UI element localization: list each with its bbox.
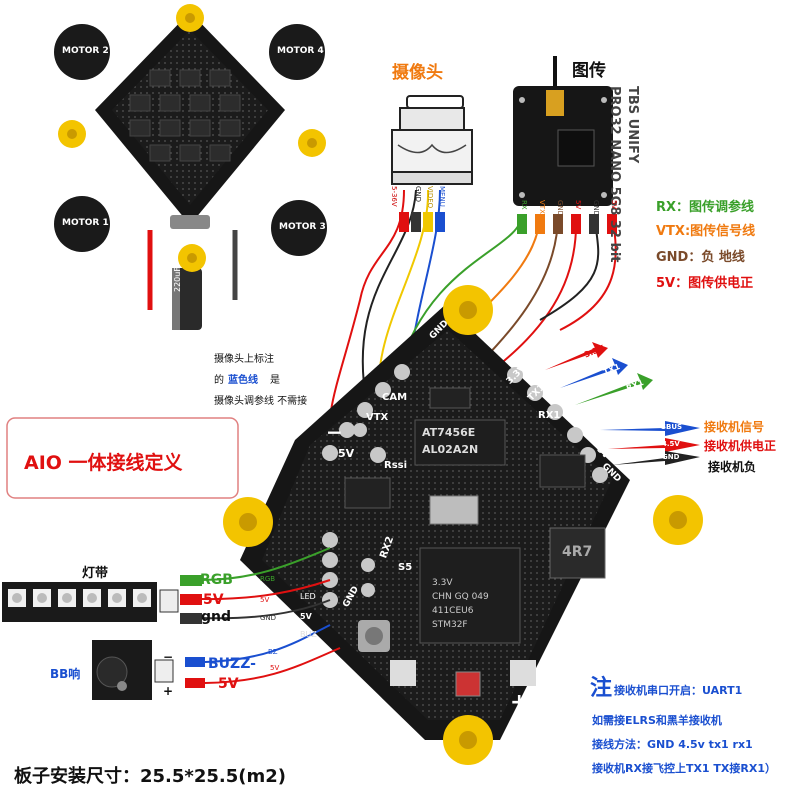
wire-4-5v: 4.5V: [662, 440, 680, 448]
pad-rx1: RX1: [538, 410, 561, 421]
camera-note-line2-prefix: 的: [214, 375, 224, 386]
motor-4-label: MOTOR 4: [277, 46, 324, 56]
chip2-line3: CHN GQ 049: [432, 592, 489, 602]
note-line1: 接收机串口开启：UART1: [614, 684, 743, 697]
aio-title-box: [6, 417, 239, 499]
note-zhu: 注: [590, 676, 613, 701]
camera-pin-2: GND: [414, 186, 422, 203]
ledstrip-rgb: RGB: [200, 572, 233, 588]
camera-note-line1: 摄像头上标注: [214, 354, 274, 365]
top-board-view: [54, 4, 327, 330]
note-line2: 如需接ELRS和黑羊接收机: [592, 714, 722, 727]
vtx-model-line1: TBS UNIFY: [625, 86, 640, 164]
motor-3-label: MOTOR 3: [279, 222, 326, 232]
wire-sbus: SBUS: [661, 423, 683, 431]
capacitor-text: 220uF: [173, 267, 182, 292]
buzzer-plus: +: [163, 684, 174, 698]
buzzer-small-5v: 5V: [270, 664, 280, 672]
mount-size: 板子安装尺寸：25.5*25.5(m2): [14, 766, 286, 787]
ledstrip-small-5v: 5V: [260, 596, 270, 604]
vtx-pin-3: GND: [556, 200, 564, 217]
led-strip: [2, 547, 331, 624]
vtx-pin-stubs: [399, 212, 617, 234]
vtx-model-line2: PRO32 NANO 5G8 32 bit: [607, 86, 622, 263]
note-line3: 接线方法：GND 4.5v tx1 rx1: [592, 738, 753, 751]
legend-gnd: GND：负 地线: [656, 250, 745, 265]
chip1-line2: AL02A2N: [422, 443, 479, 456]
legend-rx: RX：图传调参线: [656, 200, 755, 215]
buzzer-label: BB响: [50, 667, 81, 681]
aio-title: AIO 一体接线定义: [24, 452, 183, 474]
camera-note-line2-suffix: 是: [270, 375, 280, 386]
motor-1-disc: [54, 196, 110, 252]
vtx-pin-1: RX: [520, 200, 528, 210]
buzzer-buzz: BUZZ-: [208, 656, 256, 672]
pad-5v-bottom: 5V: [300, 612, 312, 621]
vtx-graphic: [513, 56, 613, 206]
usb-c-port: [170, 215, 210, 229]
camera-note-line3: 摄像头调参线 不需接: [214, 396, 308, 407]
vtx-pin-6: 5V: [610, 200, 618, 210]
motor-1-label: MOTOR 1: [62, 218, 109, 228]
camera-note-blue: 蓝色线: [228, 375, 258, 386]
ledstrip-small-rgb: RGB: [260, 575, 276, 583]
receiver-arrows: [545, 342, 700, 465]
inductor: [549, 527, 606, 579]
buzzer-minus: −: [163, 650, 174, 664]
ledstrip-gnd: gnd: [201, 609, 232, 625]
vtx-title: 图传: [572, 61, 606, 81]
vtx-pin-4: 5V: [574, 200, 582, 210]
buzzer-5v: 5V: [218, 676, 239, 692]
ledstrip-5v: 5V: [203, 592, 224, 608]
pad-vtx: VTX: [366, 412, 389, 423]
receiver-signal: 接收机信号: [704, 420, 765, 434]
motor-2-disc: [54, 24, 110, 80]
buzzer-graphic: [92, 624, 341, 700]
pad-buz: BUZ: [300, 630, 317, 639]
legend-5v: 5V：图传供电正: [656, 276, 754, 291]
motor-4-disc: [269, 24, 325, 80]
camera-pin-4: MENU: [438, 186, 446, 207]
camera-graphic: [391, 95, 473, 185]
vtx-pin-2: VTX: [538, 200, 546, 214]
note-line4: 接收机RX接飞控上TX1 TX接RX1）: [592, 762, 777, 775]
vtx-pin-5: GND: [592, 200, 600, 217]
board-minus-sign: −: [326, 420, 343, 444]
receiver-gnd: 接收机负: [708, 460, 757, 474]
ledstrip-small-gnd: GND: [260, 614, 277, 622]
motor-3-disc: [271, 200, 327, 256]
wire-gnd: GND: [662, 453, 680, 461]
chip1-line1: AT7456E: [422, 426, 476, 439]
pad-cam: CAM: [382, 392, 408, 403]
main-board: [223, 285, 703, 765]
pad-rssi: Rssi: [384, 460, 408, 471]
camera-pin-1: 5-36V: [390, 186, 398, 207]
buzzer-small-bz: BZ: [268, 648, 278, 656]
osd-chip: [414, 419, 506, 466]
motor-2-label: MOTOR 2: [62, 46, 109, 56]
camera-pin-3: VIDEO: [426, 186, 434, 209]
chip2-line2: 411CEU6: [432, 606, 474, 616]
pad-led: LED: [300, 592, 316, 601]
inductor-label: 4R7: [562, 544, 593, 560]
chip2-line4: 3.3V: [432, 578, 453, 588]
pad-5v: 5V: [338, 447, 355, 460]
receiver-power: 接收机供电正: [704, 439, 777, 453]
pad-s5: S5: [398, 562, 413, 573]
mcu-chip: [419, 547, 521, 644]
chip2-line1: STM32F: [432, 620, 468, 630]
board-plus-sign: +: [510, 690, 529, 715]
camera-title: 摄像头: [392, 63, 443, 83]
crystal: [429, 495, 479, 525]
ledstrip-title: 灯带: [82, 566, 109, 581]
legend-vtx: VTX:图传信号线: [656, 224, 756, 239]
